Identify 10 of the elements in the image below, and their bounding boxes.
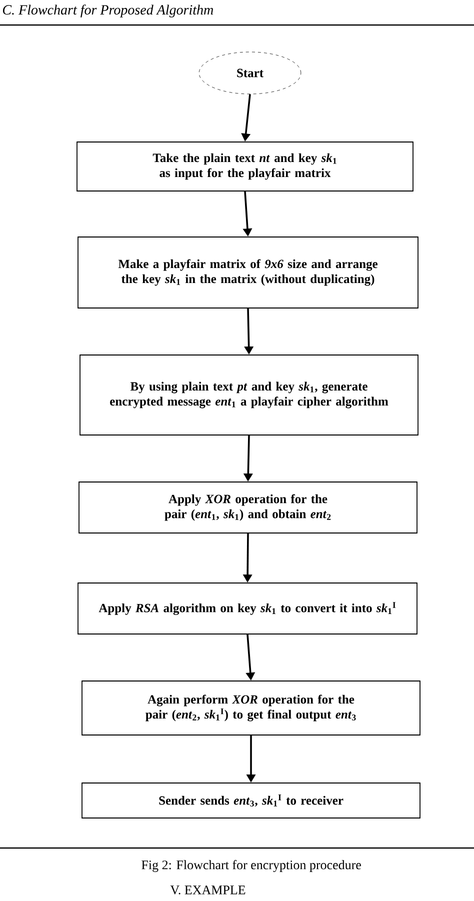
process-box: Make a playfair matrix of 9x6 size and arrange the key sk$_{1}$ in the matrix (without duplicating) bbox=[78, 236, 418, 308]
section-heading: V. EXAMPLE bbox=[170, 886, 246, 894]
process-box: Sender sends ent$_{3}$, sk$_{1}$$^{I}$ to receiver bbox=[82, 782, 420, 818]
process-box: Apply XOR operation for the pair (ent$_{1}$, sk$_{1}$) and obtain ent$_{2}$ bbox=[78, 482, 418, 534]
process-box: Apply RSA algorithm on key sk$_{1}$ to convert it into sk$_{1}$I bbox=[78, 582, 418, 634]
process-box: By using plain text pt and key sk$_{1}$, generate encrypted message ent$_{1}$ a playfair cipher algorithm bbox=[80, 354, 418, 436]
process-box: Again perform XOR operation for the pair (ent$_{2}$, sk$_{1}$$^{I}$) to get final output ent$_{3}$ bbox=[82, 680, 420, 736]
section-heading: C. Flowchart for Proposed Algorithm bbox=[2, 4, 214, 18]
figure-caption: Fig 2: Flowchart for encryption procedure bbox=[142, 860, 361, 872]
process-box: Take the plain text nt and key sk$_{1}$ as input for the playfair matrix bbox=[76, 142, 414, 192]
